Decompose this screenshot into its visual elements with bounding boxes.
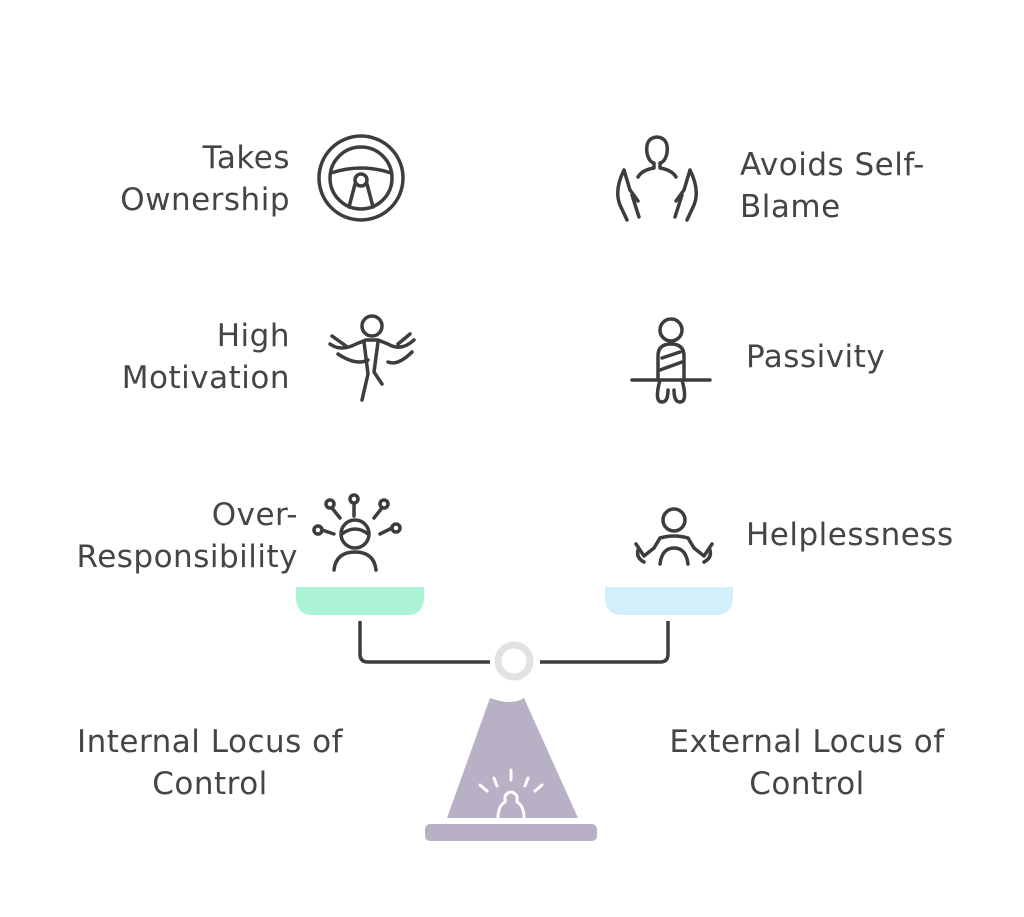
fulcrum-base	[425, 824, 597, 841]
steering-wheel-icon	[317, 134, 405, 222]
scale-beam-right	[540, 621, 670, 664]
label-line: Helplessness	[746, 517, 954, 553]
fulcrum	[447, 698, 578, 818]
person-hands-icon	[616, 135, 698, 222]
label-avoids-self-blame: Avoids Self- Blame	[740, 144, 925, 228]
scale-beam-left	[358, 621, 490, 664]
pivot-ring	[494, 641, 534, 681]
external-locus-label: External Locus of Control	[637, 721, 977, 805]
label-line: Ownership	[120, 182, 290, 218]
label-line: External Locus of	[669, 724, 945, 760]
label-passivity: Passivity	[746, 336, 885, 378]
runner-finish-line-icon	[328, 314, 416, 402]
label-line: Internal Locus of	[76, 724, 344, 760]
label-high-motivation: High Motivation	[122, 315, 290, 399]
alarm-light-icon	[478, 768, 544, 820]
label-line: Control	[749, 766, 865, 802]
label-line: Passivity	[746, 339, 886, 375]
label-line: Avoids Self-	[740, 147, 925, 183]
right-pan	[605, 587, 733, 615]
label-line: Motivation	[121, 360, 290, 396]
label-line: Responsibility	[76, 539, 298, 575]
label-helplessness: Helplessness	[746, 514, 954, 556]
label-takes-ownership: Takes Ownership	[120, 137, 290, 221]
label-line: High	[216, 318, 290, 354]
label-line: Over-	[211, 497, 298, 533]
label-line: Blame	[740, 189, 841, 225]
label-line: Takes	[202, 140, 290, 176]
shrugging-person-icon	[634, 507, 714, 566]
overwhelmed-person-icon	[312, 493, 402, 572]
label-line: Control	[152, 766, 268, 802]
left-pan	[296, 587, 424, 615]
sitting-person-icon	[630, 317, 712, 404]
internal-locus-label: Internal Locus of Control	[40, 721, 380, 805]
label-over-responsibility: Over- Responsibility	[77, 494, 298, 578]
